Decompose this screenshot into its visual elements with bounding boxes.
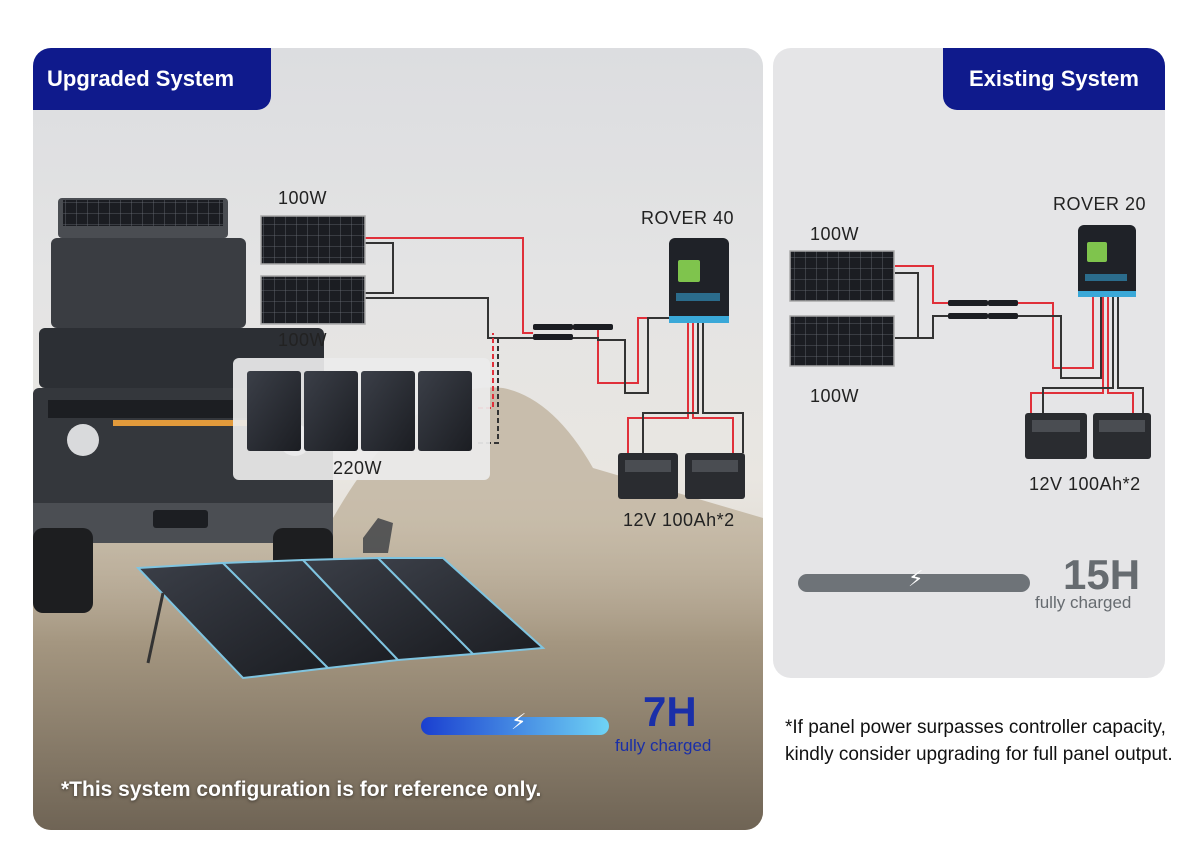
controller-upgrade-footnote: *If panel power surpasses controller cap… [785,717,1173,765]
existing-charge-time: 15H [1063,551,1141,598]
upgraded-system-tag: Upgraded System [33,48,271,110]
foldable-solar-panel-220w [247,371,472,451]
reference-note: *This system configuration is for refere… [61,778,542,801]
wiring [365,237,744,453]
solar-panel-bottom [260,275,366,325]
existing-panel-bottom-label: 100W [810,386,860,406]
existing-battery-label: 12V 100Ah*2 [1029,474,1141,494]
existing-wiring [895,265,1144,413]
charge-controller-rover-20 [1078,225,1136,297]
existing-solar-panel-top [789,250,895,302]
upgraded-system-card: Upgraded System 100W 100W 220W ROVER 40 … [33,48,763,830]
upgraded-battery-label: 12V 100Ah*2 [623,510,735,530]
fast-charge-bar [421,717,609,735]
existing-lightning-bolt-icon: ⚡ [908,566,924,591]
upgraded-panel-top-label: 100W [278,188,328,208]
upgraded-panel-bottom-label: 100W [278,330,328,350]
ground-solar-panel [135,556,546,680]
existing-mc4-connectors [948,300,1018,319]
upgraded-charge-time: 7H [643,688,697,735]
batteries-right [1025,413,1151,459]
lightning-bolt-icon: ⚡ [511,709,527,734]
controller-rover-20-label: ROVER 20 [1053,194,1147,214]
mc4-connectors [533,324,613,340]
batteries-left [618,453,745,499]
upgraded-charge-caption: fully charged [615,736,712,755]
camp-chair [363,518,393,553]
existing-charge-caption: fully charged [1035,593,1132,612]
solar-panel-top [260,215,366,265]
existing-solar-panel-bottom [789,315,895,367]
foldable-panel-label: 220W [333,458,383,478]
existing-system-tag: Existing System [943,48,1165,110]
existing-panel-top-label: 100W [810,224,860,244]
existing-system-card: Existing System 100W 100W ROVER 20 12V 1… [773,48,1165,678]
controller-rover-40-label: ROVER 40 [641,208,735,228]
slow-charge-bar [798,574,1030,592]
existing-system-scene [789,225,1151,459]
charge-controller-rover-40 [669,238,729,323]
